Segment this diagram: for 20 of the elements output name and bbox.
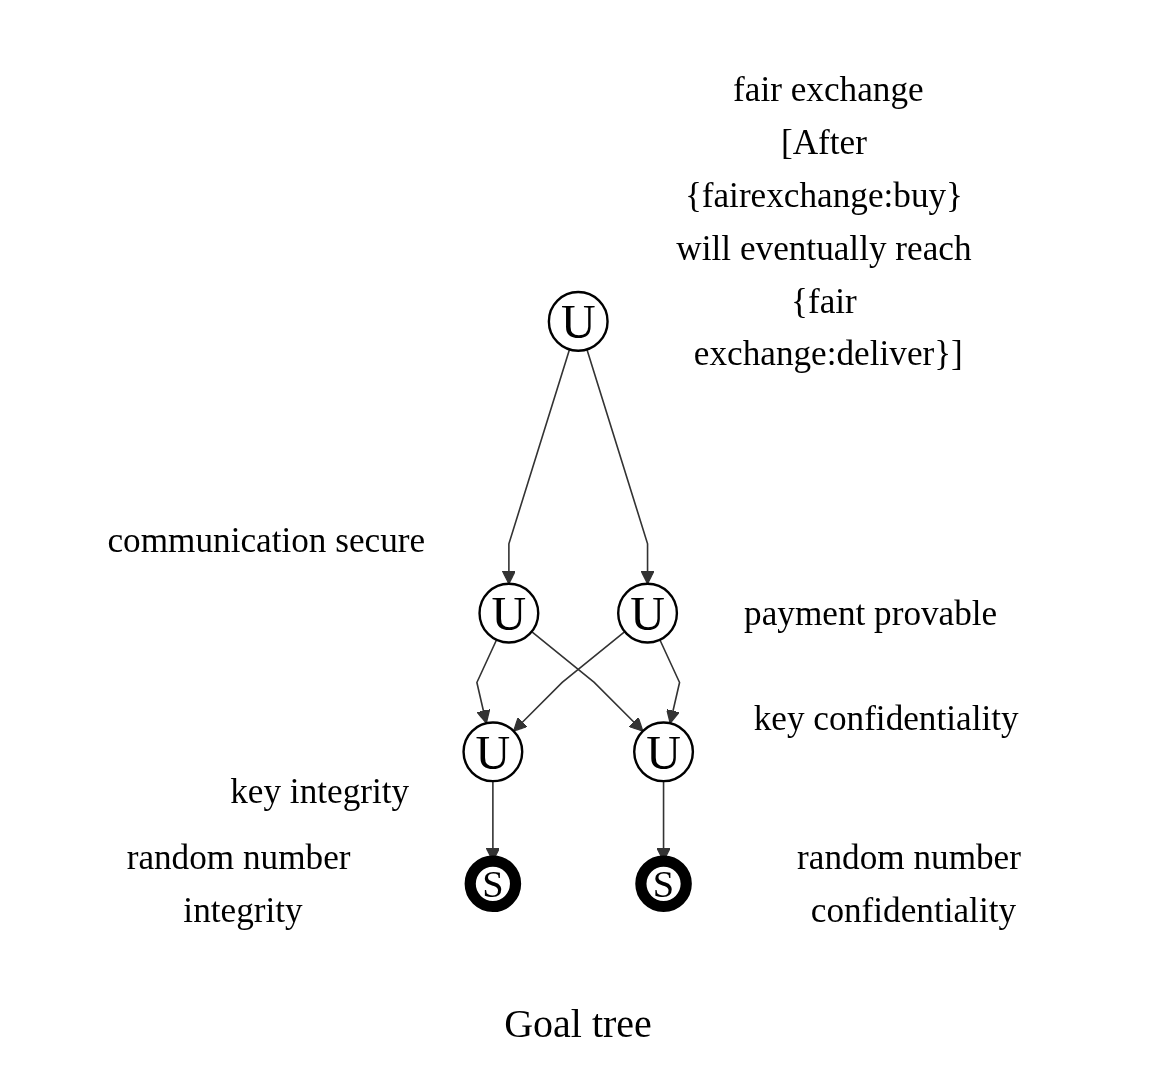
node-label: key integrity (230, 771, 409, 812)
arrow (512, 631, 626, 732)
node-label: random number integrity (126, 837, 351, 931)
node-circle: U (632, 721, 694, 783)
node-circle: U (478, 582, 540, 644)
node-circle: U (547, 291, 609, 353)
node-label: payment provable (743, 593, 998, 634)
node-label: communication secure (107, 519, 425, 560)
caption: Goal tree (503, 1000, 653, 1047)
node-circle: S (635, 855, 692, 913)
arrow (475, 639, 498, 725)
arrow (530, 631, 644, 732)
node-circle: U (462, 721, 524, 783)
node-label: key confidentiality (753, 697, 1019, 738)
node-circle: S (464, 855, 521, 913)
node-label: random number confidentiality (796, 837, 1021, 931)
node-label: [After {fairexchange:buy} will eventually reach {fair exchange:deliver}] (676, 122, 972, 374)
arrow (658, 639, 681, 725)
node-label: fair exchange (732, 69, 924, 110)
node-circle: U (616, 582, 678, 644)
